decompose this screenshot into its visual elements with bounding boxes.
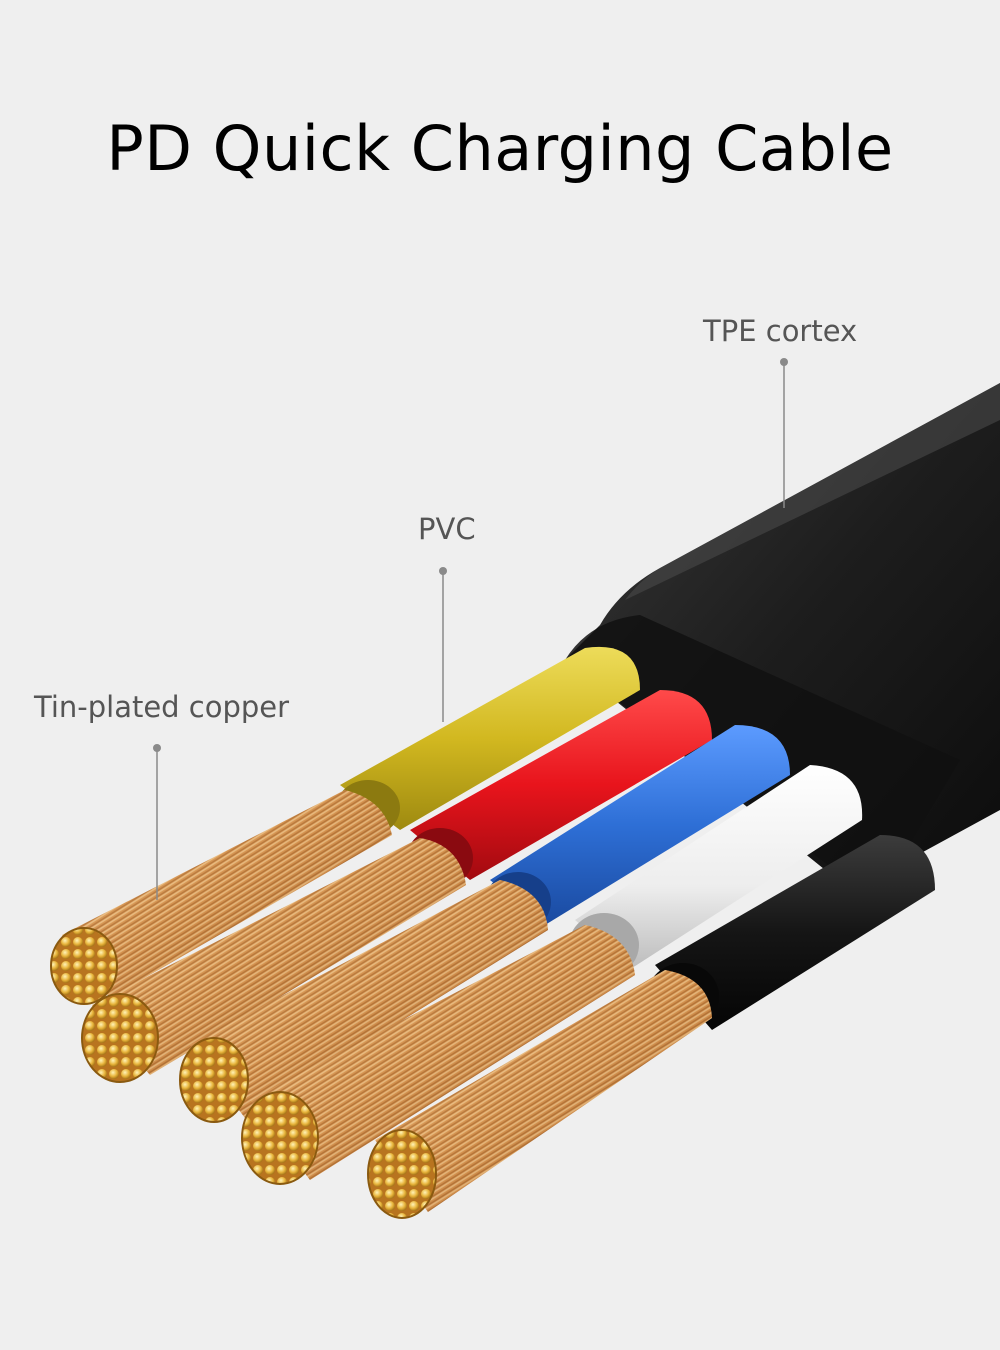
callout-label-pvc: PVC bbox=[418, 512, 476, 546]
callout-label-copper: Tin-plated copper bbox=[34, 690, 290, 724]
copper-bundle-4 bbox=[241, 925, 635, 1185]
copper-bundle-3 bbox=[179, 880, 548, 1123]
callout-label-tpe: TPE cortex bbox=[703, 314, 858, 348]
callout-leader-pvc bbox=[439, 567, 447, 722]
callout-leader-copper bbox=[153, 744, 161, 900]
copper-bundle-1 bbox=[50, 790, 392, 1005]
page-title: PD Quick Charging Cable bbox=[106, 112, 894, 185]
callout-leader-tpe bbox=[780, 358, 788, 508]
copper-bundle-5 bbox=[367, 970, 712, 1219]
copper-bundle-2 bbox=[81, 838, 466, 1083]
